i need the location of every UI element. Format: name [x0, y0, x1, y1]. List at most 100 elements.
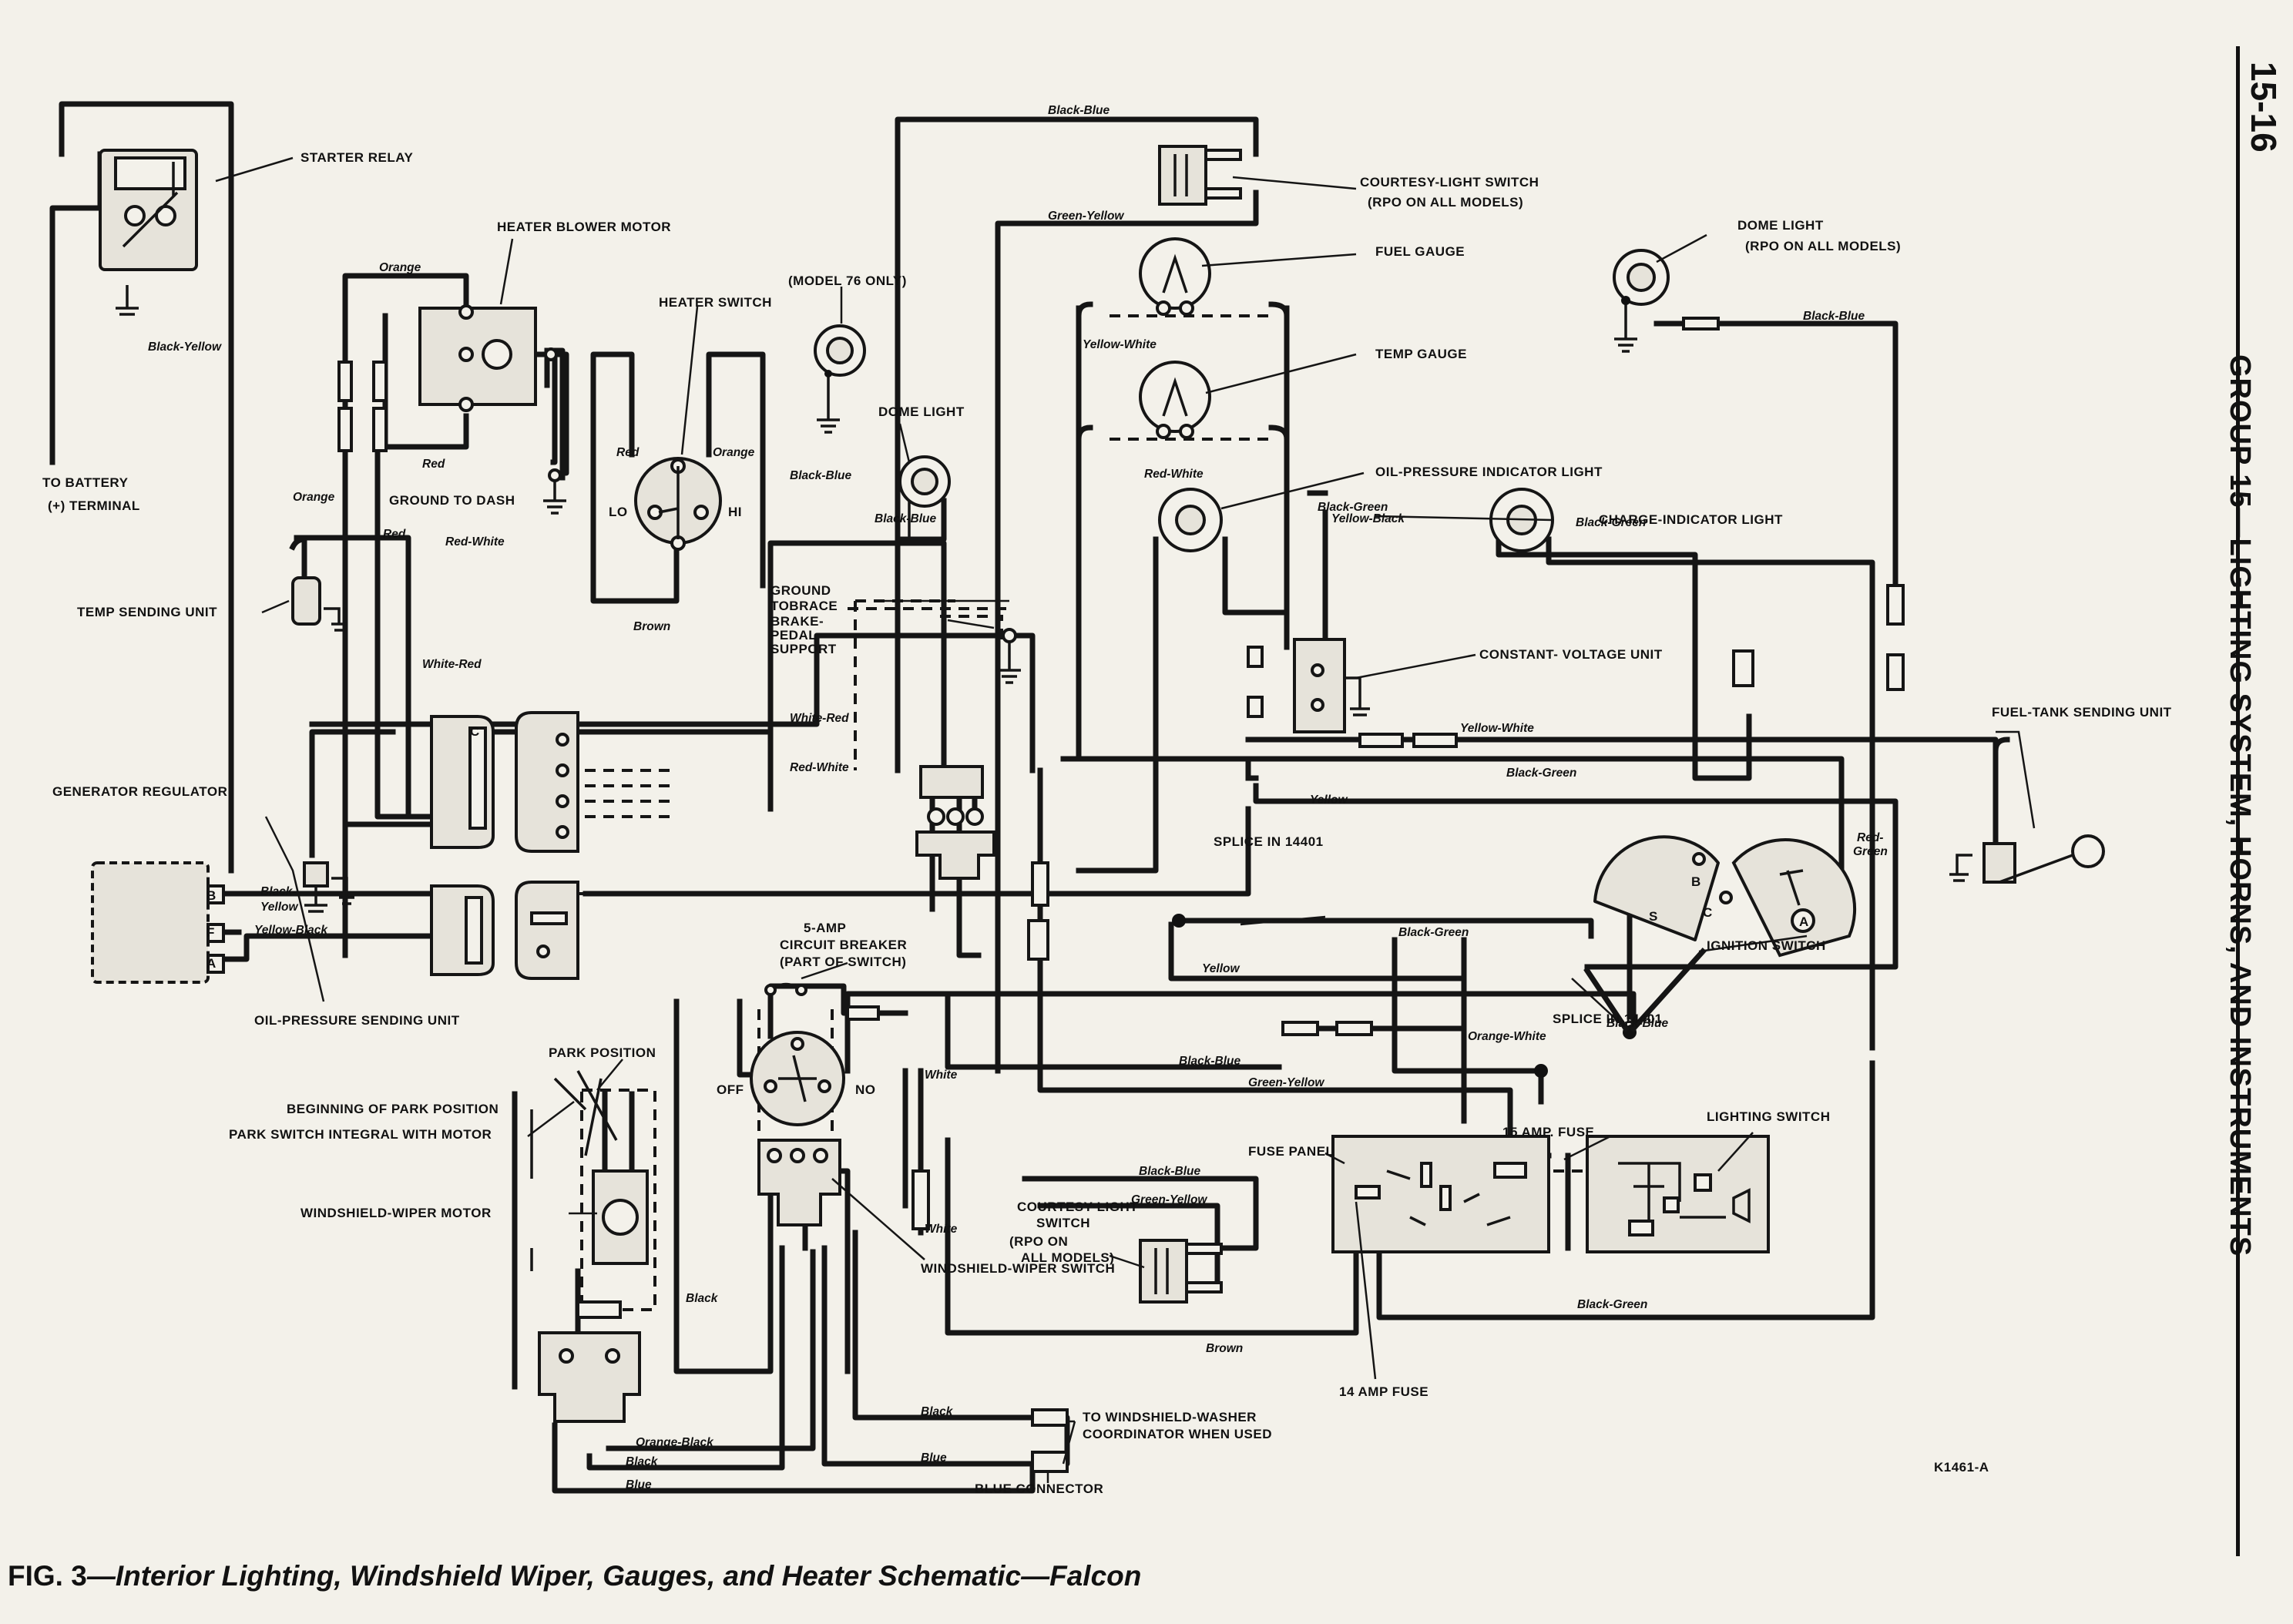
lighting-switch [1586, 1135, 1770, 1253]
ground-tobrace-symbol [998, 628, 1021, 684]
label-courtesy-top-2: (RPO ON ALL MODELS) [1368, 195, 1523, 210]
wire-black-wiper [673, 998, 774, 1374]
wire-oil-light-right [1222, 536, 1290, 616]
wires [49, 101, 1999, 1494]
leader-lines [215, 156, 2036, 1483]
wire-blower-ground [544, 347, 558, 465]
wire-color-labels: Black-Blue Green-Yellow Black-Yellow Ora… [148, 104, 1888, 1491]
wire-label: Black-Green [1506, 767, 1576, 780]
label-beginning-park: BEGINNING OF PARK POSITION [287, 1102, 499, 1116]
dome-light-right [1613, 249, 1720, 353]
wire-label: Green-Yellow [1048, 210, 1124, 223]
connector-block-lower-right [515, 881, 579, 980]
label-fuel-gauge: FUEL GAUGE [1375, 244, 1465, 259]
wire-label: Black-Yellow [148, 341, 222, 354]
ground-to-dash-symbol [543, 468, 566, 515]
label-hi: HI [728, 505, 742, 519]
label-ign-a: A [1799, 914, 1809, 929]
wire-label: Black [921, 1405, 954, 1418]
label-fuse-panel: FUSE PANEL [1248, 1144, 1334, 1159]
wire-label: White [925, 1223, 958, 1236]
label-charge-light: CHARGE-INDICATOR LIGHT [1599, 512, 1783, 527]
fuel-tank-sending-unit [1949, 737, 2105, 884]
wire-orange-black [606, 1249, 816, 1451]
wire-orange-left [342, 536, 435, 827]
wire-label: White [925, 1069, 958, 1082]
heater-switch [634, 457, 722, 551]
wire-label: Orange [713, 446, 755, 459]
label-term-f: F [206, 925, 215, 940]
wire-label: Yellow-Black [1331, 512, 1405, 525]
circuit-breaker [764, 982, 807, 996]
wire-label: Black-Green [1577, 1298, 1647, 1311]
temp-sending-unit [289, 536, 347, 632]
label-ign-c: C [1703, 905, 1713, 920]
label-wiper-motor: WINDSHIELD-WIPER MOTOR [300, 1206, 492, 1220]
wire-blue-bottom [552, 1422, 1036, 1494]
label-washer-1: TO WINDSHIELD-WASHER [1083, 1410, 1257, 1424]
label-no: NO [855, 1082, 876, 1097]
wire-label: Black-Blue [875, 512, 936, 525]
connector-block-upper-right [515, 711, 579, 853]
label-lo: LO [609, 505, 628, 519]
wire-label: Yellow [1310, 794, 1348, 807]
label-ground-tobrace-5: SUPPORT [770, 642, 837, 656]
wire-label: Yellow-White [1460, 722, 1534, 735]
component-labels: STARTER RELAY TO BATTERY (+) TERMINAL HE… [42, 150, 2171, 1496]
wire-label: Orange-White [1468, 1030, 1546, 1043]
label-term-b: B [206, 888, 217, 903]
wire-label: Green [1853, 845, 1888, 858]
wire-label: Black- [260, 885, 297, 898]
connector-block-lower-left [430, 884, 495, 976]
wire-black-washer [852, 1230, 1043, 1421]
label-cb-2: CIRCUIT BREAKER [780, 938, 907, 952]
wire-label: Black [626, 1455, 659, 1468]
fuel-gauge [1139, 237, 1211, 316]
dome-light-model-76 [814, 324, 866, 434]
wire-black-green-right [1060, 756, 1845, 912]
wire-black-green-oil [1307, 490, 1328, 650]
constant-voltage-unit [1247, 638, 1370, 733]
oil-pressure-sending-unit [303, 861, 354, 913]
wire-label: Brown [633, 620, 670, 633]
wire-label: Yellow [260, 901, 298, 914]
wire-label: Black-Green [1576, 516, 1646, 529]
wire-label: Blue [626, 1478, 652, 1491]
dash-connector [566, 769, 670, 818]
wire-label: Black-Blue [1048, 104, 1110, 117]
wire-gen-a [220, 933, 435, 962]
wire-hs-brown [590, 505, 680, 604]
label-generator-regulator: GENERATOR REGULATOR [52, 784, 227, 799]
wire-label: Red [422, 458, 445, 471]
wire-black-blue-low [844, 991, 1637, 1035]
temp-gauge [1139, 361, 1211, 439]
courtesy-light-switch-top [1158, 145, 1242, 206]
wire-yellow-mid [1245, 775, 1899, 970]
wire-orange-white [1392, 891, 1633, 1105]
wire-label: Red [383, 528, 406, 541]
wire-oil-sending [309, 729, 396, 858]
wire-label: White-Red [790, 712, 849, 725]
wire-label: Green-Yellow [1131, 1193, 1207, 1206]
label-heater-blower-motor: HEATER BLOWER MOTOR [497, 220, 671, 234]
label-dome-light-76: DOME LIGHT [878, 404, 965, 419]
label-splice-top: SPLICE IN 14401 [1214, 834, 1324, 849]
label-courtesy-bottom-1: COURTESY-LIGHT [1017, 1200, 1138, 1214]
fuse-panel [1331, 1135, 1550, 1253]
label-constant-voltage: CONSTANT- VOLTAGE UNIT [1479, 647, 1663, 662]
label-ign-s: S [1649, 909, 1658, 924]
label-fuse-14: 14 AMP FUSE [1339, 1384, 1429, 1399]
label-ground-tobrace-2: TOBRACE [770, 599, 838, 613]
label-battery-2: (+) TERMINAL [48, 498, 140, 513]
wire-black-green-bottom [1376, 1060, 1875, 1320]
wire-label: Black-Blue [790, 469, 851, 482]
ignition-switch [1593, 835, 1857, 958]
label-oil-sending: OIL-PRESSURE SENDING UNIT [254, 1013, 460, 1028]
wire-label: Black-Blue [1179, 1055, 1241, 1068]
dome-light [895, 455, 951, 542]
wire-black-bottom [586, 1245, 785, 1471]
figure-caption: FIG. 3—Interior Lighting, Windshield Wip… [8, 1560, 1141, 1592]
wire-green-yellow-low [1037, 767, 1513, 1159]
central-connector [915, 765, 995, 880]
